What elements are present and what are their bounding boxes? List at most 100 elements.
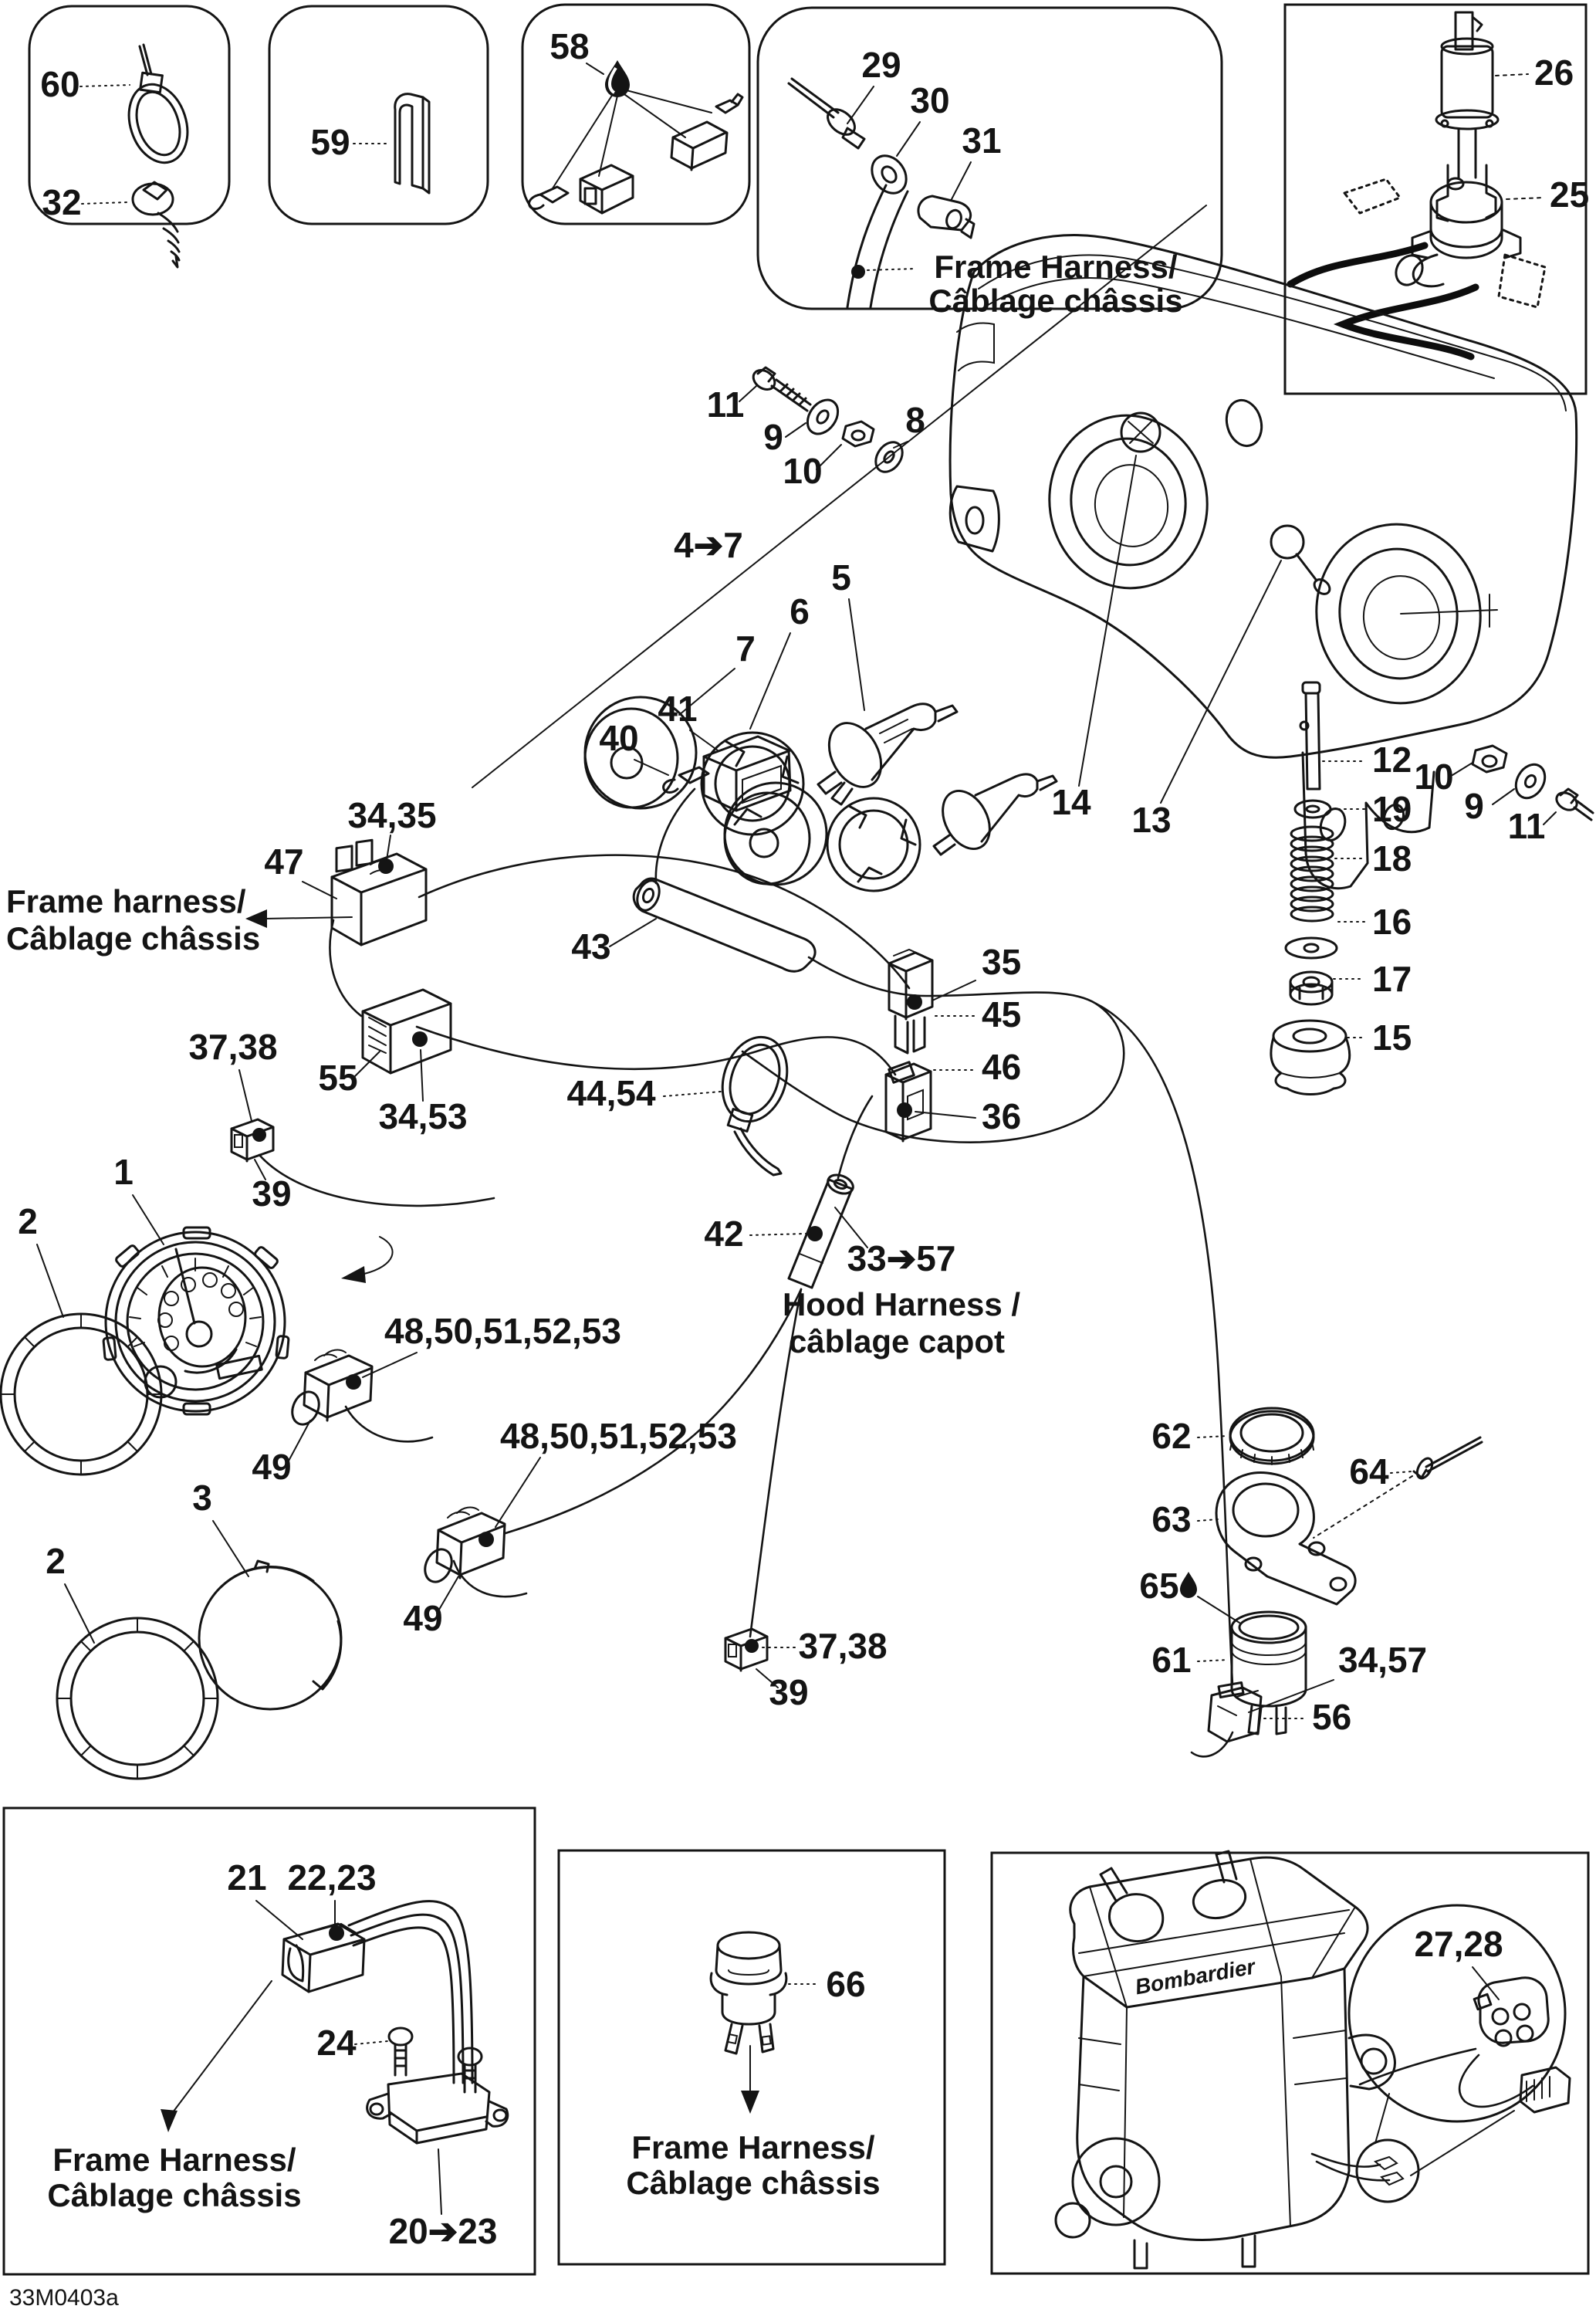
part-fuse-holder-43 <box>632 877 817 973</box>
leader-65 <box>1197 1596 1240 1624</box>
callout-15: 15 <box>1372 1017 1412 1058</box>
ref-dot-37-2 <box>745 1639 759 1653</box>
callout-43: 43 <box>571 926 610 967</box>
part-bulb-5 <box>817 703 959 806</box>
leader-41 <box>689 730 719 751</box>
callout-13: 13 <box>1131 800 1171 840</box>
callout-62: 62 <box>1151 1416 1191 1456</box>
callout-8: 8 <box>905 400 925 440</box>
leader-25 <box>1506 197 1544 200</box>
part-relay-41 <box>702 735 792 812</box>
grease-droplet-icon <box>605 60 630 97</box>
part-bracket-63 <box>1215 1471 1357 1606</box>
callout-16: 16 <box>1372 902 1412 942</box>
leader-62 <box>1197 1435 1228 1438</box>
callout-25: 25 <box>1550 174 1589 215</box>
callout-10b: 10 <box>1414 757 1453 797</box>
callout-44-54: 44,54 <box>566 1073 656 1113</box>
document-code: 33M0403a <box>9 2285 119 2311</box>
callout-22-23: 22,23 <box>287 1857 376 1898</box>
part-bolt-11a <box>752 366 812 412</box>
pointer-arrow-gauge <box>341 1236 394 1283</box>
ref-dot-48-1 <box>346 1374 361 1390</box>
part-connector-27-28 <box>1358 1976 1571 2114</box>
leader-47 <box>302 881 337 899</box>
frame-harness-label-fr: Câblage châssis <box>928 283 1182 319</box>
engine-mini-connectors <box>1373 2155 1405 2186</box>
part-bulb-lower <box>932 773 1058 856</box>
frame-harness-switch-fr: Câblage châssis <box>626 2165 880 2201</box>
ref-dot-48-2 <box>478 1532 494 1547</box>
part-retaining-ring-lower <box>826 797 921 892</box>
callout-9a: 9 <box>763 417 783 457</box>
leader-44-54 <box>663 1091 722 1097</box>
inset-box-regulator <box>2 1806 536 2276</box>
leader-10b <box>1452 762 1473 776</box>
callout-59: 59 <box>310 122 350 162</box>
leader-26 <box>1495 73 1529 76</box>
inset-box-clip <box>268 5 489 225</box>
inset-box-grease-connectors <box>521 3 751 225</box>
leader-58 <box>586 63 604 75</box>
leader-11a <box>739 385 757 402</box>
part-adjust-screw-14 <box>1120 411 1161 453</box>
part-voltage-regulator <box>366 2072 509 2145</box>
callout-11b: 11 <box>1508 806 1546 846</box>
leader-36 <box>915 1111 976 1119</box>
ref-dot-34-53 <box>412 1031 428 1047</box>
frame-harness-regulator-fr: Câblage châssis <box>47 2177 301 2213</box>
engine-connector-zoom-source <box>1355 2138 1420 2203</box>
callout-27-28: 27,28 <box>1414 1924 1503 1964</box>
part-washer-16 <box>1284 936 1338 960</box>
part-knob-15 <box>1270 1019 1351 1095</box>
callout-21: 21 <box>227 1857 266 1898</box>
leader-49-2 <box>436 1576 459 1614</box>
leader-13 <box>1160 560 1282 804</box>
part-bezel-2b <box>56 1617 219 1780</box>
leader-20-23 <box>438 2148 442 2215</box>
leader-32 <box>81 201 127 205</box>
part-connector-55 <box>361 988 452 1075</box>
part-gauge-lens-3 <box>198 1559 343 1711</box>
leader-21 <box>255 1900 303 1940</box>
part-speedometer-1 <box>102 1226 290 1416</box>
callout-55: 55 <box>318 1058 357 1098</box>
leader-30 <box>896 121 921 157</box>
part-washer-8 <box>874 441 904 473</box>
callout-48-2: 48,50,51,52,53 <box>500 1416 737 1456</box>
magnifier-circle <box>1347 1904 1567 2123</box>
callout-2b: 2 <box>46 1541 66 1581</box>
leader-49-1 <box>286 1420 311 1464</box>
part-screw-64 <box>1313 1436 1483 1539</box>
part-washer-9b <box>1514 763 1547 800</box>
callout-31: 31 <box>962 120 1001 161</box>
leader-35 <box>932 980 976 1001</box>
callout-37-38-1: 37,38 <box>188 1027 277 1067</box>
leader-48-1 <box>362 1352 418 1378</box>
callout-26: 26 <box>1534 52 1574 93</box>
leader-frame-harness <box>867 268 916 271</box>
callout-61: 61 <box>1151 1640 1191 1680</box>
leader-34-53 <box>420 1049 424 1102</box>
part-connector-terminal-right <box>715 93 744 114</box>
callout-37-38-2: 37,38 <box>798 1626 887 1666</box>
leader-6 <box>749 632 791 730</box>
inset-box-engine <box>990 1851 1590 2275</box>
part-connector-terminal-left <box>528 185 570 210</box>
part-nut-10a <box>841 420 875 448</box>
part-connector-21 <box>281 1922 366 1993</box>
callout-6: 6 <box>790 591 810 631</box>
leader-40 <box>634 759 669 776</box>
part-bolt-11b <box>1555 787 1594 821</box>
leader-43 <box>609 918 657 947</box>
part-nut-17 <box>1289 970 1334 1006</box>
leader-61 <box>1197 1659 1228 1662</box>
part-connector-48-2 <box>424 1506 506 1583</box>
part-spring-18 <box>1290 825 1334 923</box>
leader-39-2 <box>756 1668 779 1688</box>
callout-49-1: 49 <box>252 1447 291 1487</box>
part-clamp-31 <box>917 195 976 239</box>
engine-pigtail-wires <box>1310 2152 1391 2182</box>
grease-droplet-icon-65 <box>1180 1572 1197 1598</box>
callout-65: 65 <box>1139 1566 1178 1606</box>
